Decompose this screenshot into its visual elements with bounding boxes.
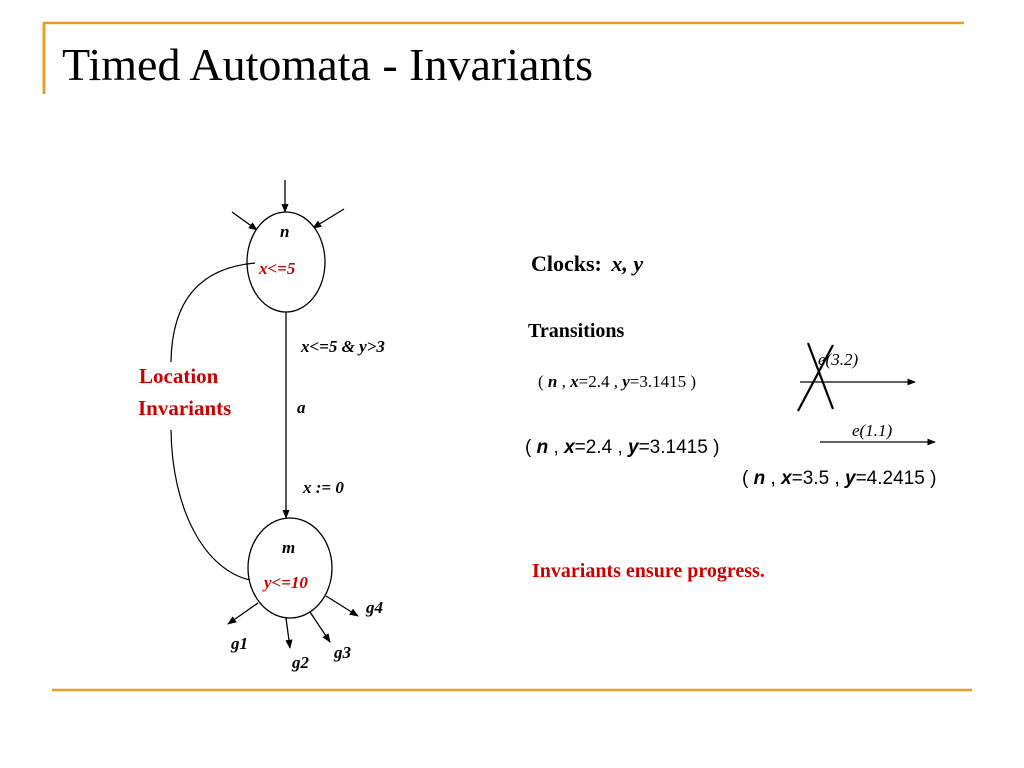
- state-3-x-value: =3.5: [791, 468, 830, 489]
- blocked-cross-stroke-2: [797, 344, 834, 412]
- state-3-open: (: [742, 468, 749, 489]
- conclusion-text: Invariants ensure progress.: [532, 560, 765, 582]
- callout-curve-lower: [170, 429, 251, 581]
- outgoing-label-g1: g1: [231, 634, 248, 653]
- state-3-x-name: x: [781, 468, 792, 489]
- state-1-y-value: =3.1415: [629, 372, 687, 391]
- state-2-sep: ,: [617, 437, 623, 458]
- state-2-sep: ,: [553, 437, 559, 458]
- state-2-open: (: [525, 437, 532, 458]
- incoming-arrow-right: [312, 208, 345, 229]
- state-1-x-name: x: [570, 372, 579, 391]
- edge-reset-label: x := 0: [303, 478, 344, 497]
- callout-line-1: Location: [139, 364, 219, 388]
- location-m-invariant: y<=10: [264, 573, 308, 592]
- state-3-close: ): [930, 468, 937, 489]
- state-1-open: (: [538, 372, 544, 391]
- clocks-label: Clocks:: [531, 251, 602, 276]
- state-3-sep: ,: [770, 468, 776, 489]
- outgoing-label-g4: g4: [366, 598, 383, 617]
- state-1-x-value: =2.4: [578, 372, 610, 391]
- state-3-y-name: y: [845, 468, 856, 489]
- outgoing-arrow-g2: [285, 617, 293, 649]
- state-3: ( n , x=3.5 , y=4.2415 ): [742, 468, 936, 490]
- state-2-x-value: =2.4: [574, 437, 613, 458]
- state-2: ( n , x=2.4 , y=3.1415 ): [525, 437, 719, 459]
- state-2-x-name: x: [564, 437, 575, 458]
- blocked-cross-stroke-1: [806, 342, 835, 410]
- state-3-y-value: =4.2415: [855, 468, 925, 489]
- outgoing-arrow-g1: [227, 602, 259, 625]
- outgoing-arrow-g3: [309, 611, 331, 643]
- state-1-location: n: [547, 372, 558, 391]
- edge-guard-label: x<=5 & y>3: [301, 337, 385, 356]
- state-2-close: ): [713, 437, 720, 458]
- state-1-close: ): [690, 372, 697, 391]
- state-3-sep: ,: [834, 468, 840, 489]
- slide-title: Timed Automata - Invariants: [62, 39, 594, 90]
- outgoing-arrow-g4: [325, 595, 359, 617]
- location-m-label: m: [282, 538, 296, 557]
- incoming-arrow-left: [231, 211, 258, 231]
- callout-line-2: Invariants: [138, 396, 232, 420]
- outgoing-label-g2: g2: [292, 653, 309, 672]
- transitions-heading: Transitions: [528, 320, 625, 342]
- location-n-invariant: x<=5: [259, 259, 296, 278]
- edge-action-label: a: [297, 398, 306, 417]
- state-1-sep: ,: [613, 372, 618, 391]
- state-3-location: n: [753, 468, 766, 489]
- location-m-node[interactable]: [247, 517, 333, 619]
- location-n-label: n: [280, 222, 290, 241]
- state-1-y-name: y: [622, 372, 630, 391]
- clocks-value: x, y: [611, 251, 644, 276]
- delay-label-blocked: e(3.2): [818, 350, 859, 369]
- state-2-y-value: =3.1415: [638, 437, 708, 458]
- callout-curve-upper: [170, 262, 256, 363]
- state-2-y-name: y: [628, 437, 639, 458]
- state-1-sep: ,: [561, 372, 566, 391]
- delay-label-allowed: e(1.1): [852, 421, 893, 440]
- state-2-location: n: [536, 437, 549, 458]
- outgoing-label-g3: g3: [334, 643, 351, 662]
- clocks-heading: Clocks: x, y: [531, 251, 643, 277]
- state-1: ( n , x=2.4 , y=3.1415 ): [538, 372, 696, 392]
